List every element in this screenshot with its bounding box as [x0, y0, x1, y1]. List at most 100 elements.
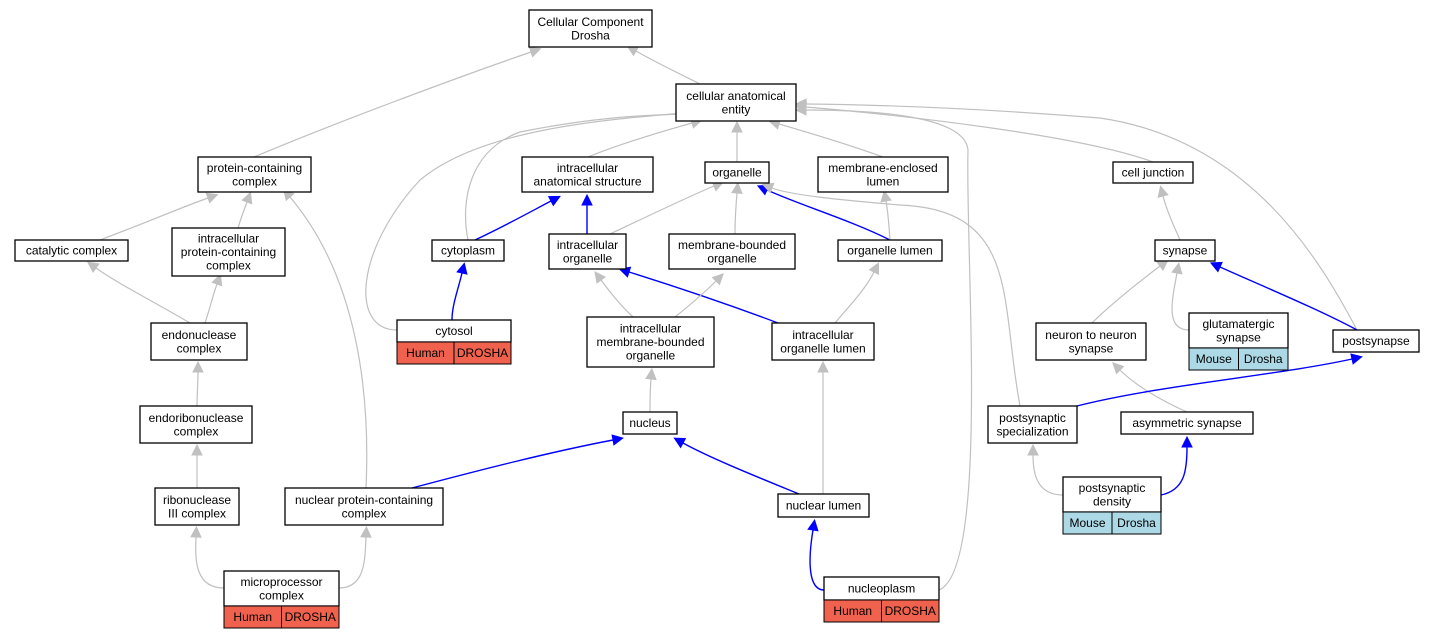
- arrowhead-micro-to-npcc: [360, 525, 372, 538]
- node-label-line: density: [1093, 494, 1131, 508]
- node-box: [1062, 476, 1162, 513]
- arrowhead-pss-to-postsyn: [1350, 353, 1363, 365]
- arrowhead-mbo-to-organelle: [731, 181, 743, 194]
- arrowhead-iorg-to-ias: [581, 193, 593, 206]
- node-box: [1120, 411, 1254, 435]
- node-label-line: nucleus: [629, 416, 670, 430]
- node-label-line: organelle: [712, 166, 762, 180]
- node-label-line: lumen: [867, 174, 900, 188]
- node-box: [197, 156, 312, 193]
- node-label-line: organelle: [707, 251, 757, 265]
- node-box: [139, 405, 253, 444]
- edge-pss-to-organelle: [771, 187, 1021, 407]
- node-label-line: membrane-enclosed: [828, 161, 937, 175]
- node-catalytic[interactable]: catalytic complex: [14, 239, 129, 262]
- node-box: [1154, 239, 1216, 262]
- node-cytoplasm[interactable]: cytoplasm: [431, 239, 505, 262]
- annotation-cell-mouse: [1111, 511, 1162, 535]
- node-label-line: postsynaptic: [999, 411, 1066, 425]
- node-olumen[interactable]: organelle lumen: [837, 239, 943, 262]
- edge-endo-to-ipcc: [204, 283, 218, 324]
- node-label-line: nucleoplasm: [848, 582, 915, 596]
- node-label-line: intracellular: [557, 161, 618, 175]
- node-label-line: complex: [174, 424, 219, 438]
- edge-iorg-to-organelle: [609, 185, 715, 235]
- annotation-label: DROSHA: [457, 346, 508, 360]
- node-label-line: complex: [206, 259, 251, 273]
- node-synapse[interactable]: synapse: [1154, 239, 1216, 262]
- node-box: [817, 156, 949, 193]
- node-label-line: anatomical structure: [533, 174, 641, 188]
- node-box: [528, 9, 653, 48]
- arrowhead-organelle-to-cae: [731, 120, 743, 133]
- node-label-line: intracellular: [620, 322, 681, 336]
- arrowhead-asym-to-n2n: [1112, 362, 1125, 375]
- edge-nlumen-to-nucleus: [682, 442, 800, 495]
- node-label-line: complex: [177, 341, 222, 355]
- node-label-line: cellular anatomical: [686, 89, 785, 103]
- annotation-label: Human: [833, 604, 872, 618]
- annotation-label: Human: [406, 346, 445, 360]
- arrowhead-nucleus-to-imbo: [645, 367, 657, 381]
- edge-cytosol-to-cytoplasm: [451, 272, 463, 321]
- arrowhead-endo-to-ipcc: [211, 273, 223, 287]
- edge-cytoplasm-to-cae: [465, 113, 687, 241]
- edges-layer: [86, 45, 1363, 591]
- node-box: [1332, 329, 1420, 353]
- arrowhead-nlumen-to-nucleus: [673, 437, 687, 449]
- arrowhead-imbo-to-iorg: [594, 271, 606, 284]
- node-label-line: membrane-bounded: [596, 335, 704, 349]
- edge-glut-to-synapse: [1171, 272, 1190, 331]
- node-organelle[interactable]: organelle: [704, 161, 770, 184]
- arrowhead-psd-to-pss: [1027, 443, 1039, 456]
- node-label-line: complex: [232, 174, 277, 188]
- node-box: [521, 156, 654, 193]
- node-label-line: cell junction: [1122, 166, 1185, 180]
- annotation-cell-mouse: [1238, 347, 1289, 371]
- arrowhead-ipcc-to-pcc: [241, 191, 253, 205]
- edge-npcc-to-nucleus: [411, 439, 614, 489]
- arrowhead-synapse-to-cj: [1157, 185, 1169, 198]
- annotation-label: DROSHA: [285, 610, 336, 624]
- node-nucleus[interactable]: nucleus: [622, 411, 678, 435]
- arrowhead-npcc-to-nucleus: [611, 434, 624, 446]
- node-asym[interactable]: asymmetric synapse: [1120, 411, 1254, 435]
- edge-cae-to-root: [635, 50, 701, 85]
- node-box: [668, 233, 796, 270]
- arrowhead-cytosol-to-cytoplasm: [456, 262, 468, 275]
- arrowhead-nlumen-to-iol: [817, 360, 829, 373]
- node-postsyn[interactable]: postsynapse: [1332, 329, 1420, 353]
- edge-nucleoplasm-to-cae: [805, 109, 973, 591]
- node-label-line: protein-containing: [207, 161, 302, 175]
- arrowhead-endo-to-catalytic: [86, 261, 100, 274]
- edge-psd-to-pss: [1032, 454, 1064, 496]
- node-nlumen[interactable]: nuclear lumen: [777, 493, 870, 518]
- arrowhead-psd-to-asym: [1181, 435, 1193, 448]
- node-cj[interactable]: cell junction: [1112, 161, 1194, 184]
- edge-imbo-to-iorg: [600, 279, 634, 318]
- node-box: [548, 233, 627, 270]
- node-label-line: postsynapse: [1342, 334, 1410, 348]
